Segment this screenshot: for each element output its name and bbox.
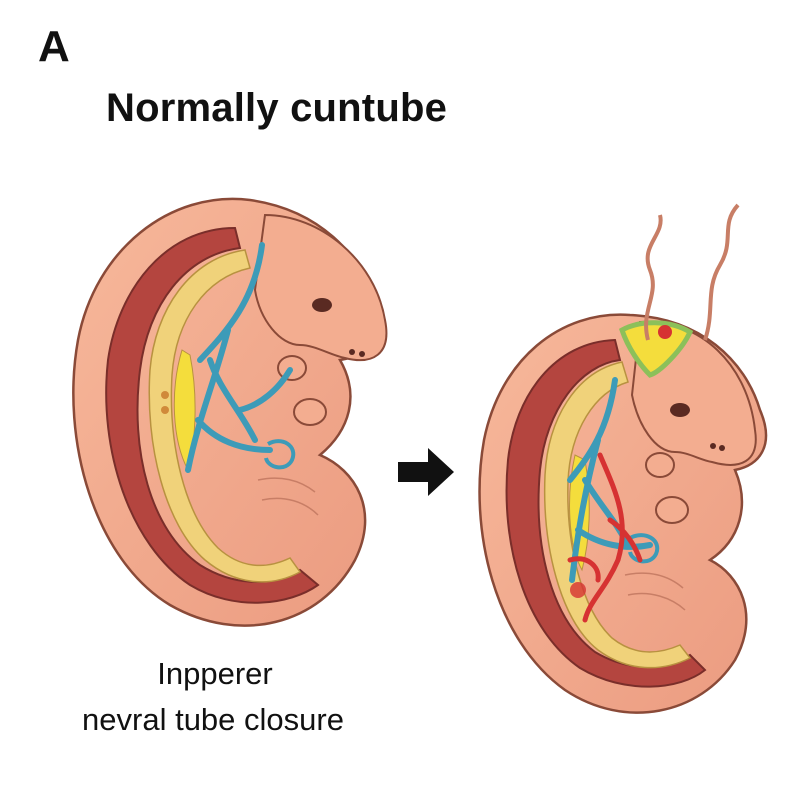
caption-line-2: nevral tube closure	[82, 702, 344, 737]
neural-filament-right	[703, 203, 740, 341]
caption-line-1: Inpperer	[157, 656, 273, 691]
normal-spinal-band	[148, 249, 302, 583]
normal-leg-bud	[293, 398, 327, 426]
panel-letter: A	[38, 22, 70, 71]
normal-back-muscle	[105, 226, 320, 604]
normal-eye	[312, 298, 332, 312]
defective-eye	[670, 403, 690, 417]
neural-filament-left	[644, 214, 663, 341]
abnormal-red-vessels	[567, 452, 643, 623]
right-arrow-icon	[398, 448, 454, 496]
defective-vessels	[567, 377, 653, 583]
figure-title: Normally cuntube	[106, 86, 448, 130]
defective-back-muscle	[505, 338, 707, 688]
normal-embryo	[72, 197, 388, 627]
open-neural-defect	[618, 320, 694, 378]
defective-embryo	[478, 203, 768, 714]
normal-embryo-head	[253, 213, 388, 362]
normal-vessels	[185, 242, 293, 473]
